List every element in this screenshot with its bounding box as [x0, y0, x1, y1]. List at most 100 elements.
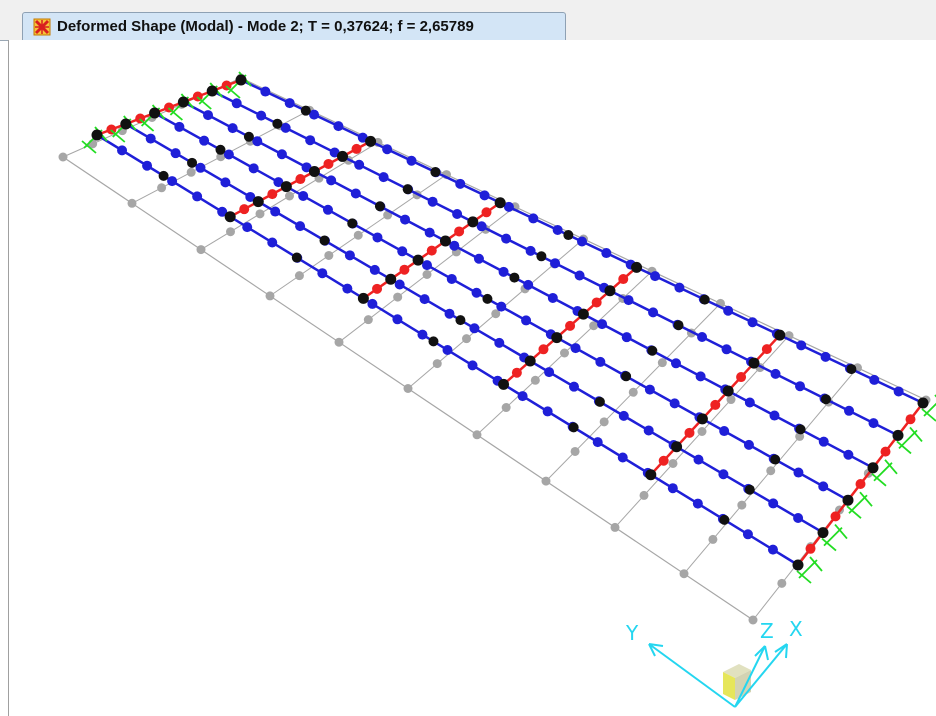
beam-station	[427, 196, 438, 207]
beam-station	[280, 122, 291, 133]
axis-triad: Y Z X	[625, 617, 803, 708]
beam-station	[844, 405, 855, 416]
frame-joint	[774, 329, 786, 341]
beam-station	[695, 371, 706, 382]
beam-station	[369, 264, 380, 275]
frame-joint	[892, 429, 904, 441]
undeformed-joint	[589, 321, 599, 331]
girder-station	[511, 367, 522, 378]
support-stroke	[896, 440, 912, 455]
beam-station	[818, 436, 829, 447]
support-symbol	[821, 524, 848, 552]
beam-station	[142, 160, 153, 171]
beam-station	[397, 246, 408, 257]
undeformed-joint	[58, 152, 68, 162]
undeformed-joint	[560, 348, 569, 358]
frame-joint	[319, 235, 330, 246]
girder-station	[239, 204, 250, 215]
frame-joint	[337, 150, 349, 162]
beam-station	[419, 294, 430, 305]
beam-station	[317, 268, 328, 279]
deformed-shape-canvas[interactable]: Y Z X	[9, 40, 936, 716]
support-stroke	[834, 524, 848, 540]
frame-joint	[604, 285, 616, 297]
frame-joint	[206, 85, 218, 97]
undeformed-joint	[697, 427, 707, 436]
girder-station	[855, 479, 866, 489]
beam-station	[770, 368, 781, 379]
beam-station	[167, 176, 178, 187]
frame-joint	[551, 332, 563, 344]
frame-joint	[357, 292, 369, 304]
support-symbol	[796, 556, 823, 584]
beam-station	[372, 232, 383, 243]
undeformed-joint	[610, 522, 620, 532]
frame-joint	[621, 371, 632, 382]
beam-station	[400, 214, 411, 225]
tab-deformed-shape[interactable]: Deformed Shape (Modal) - Mode 2; T = 0,3…	[22, 12, 566, 40]
frame-joint	[467, 216, 479, 228]
frame-joint	[365, 135, 377, 147]
frame-joint	[120, 118, 132, 130]
beam-station	[793, 467, 804, 478]
undeformed-joint	[422, 270, 432, 279]
beam-station	[595, 356, 606, 367]
beam-station	[577, 236, 587, 247]
girder-station	[323, 158, 334, 169]
beam-station	[344, 250, 355, 261]
model-viewport[interactable]: Y Z X	[8, 40, 936, 716]
frame-joint	[722, 385, 734, 397]
frame-joint	[647, 345, 658, 356]
frame-joint	[347, 218, 358, 229]
beam-station	[223, 149, 234, 160]
triad-y-axis	[648, 643, 736, 708]
frame-joint	[374, 201, 385, 212]
beam-station	[793, 513, 804, 524]
beam-station	[667, 483, 678, 494]
beam-station	[650, 271, 661, 282]
frame-joint	[280, 181, 292, 193]
frame-joint	[719, 514, 730, 525]
girder-station	[351, 143, 362, 154]
triad-cube-left	[723, 672, 735, 700]
frame-joint	[817, 527, 829, 539]
beam-station	[367, 298, 378, 309]
girder-station	[538, 344, 549, 355]
support-stroke	[859, 491, 873, 507]
support-stroke	[809, 556, 823, 572]
beam-station	[203, 110, 214, 121]
beam-station	[220, 177, 231, 188]
girder-station	[905, 414, 916, 425]
beam-station	[217, 206, 228, 217]
beam-station	[517, 391, 528, 402]
triad-y-arrow	[648, 643, 664, 657]
beam-station	[697, 332, 708, 342]
undeformed-joint	[403, 384, 413, 393]
undeformed-joint	[324, 250, 334, 260]
support-symbol	[871, 459, 898, 487]
frame-joint	[867, 462, 879, 474]
undeformed-joint	[777, 578, 787, 588]
beam-station	[669, 398, 680, 409]
beam-station	[494, 337, 505, 348]
undeformed-joint	[196, 245, 206, 255]
girder-station	[761, 344, 772, 355]
beam-station	[569, 381, 579, 392]
frame-joint	[673, 320, 684, 331]
undeformed-joint	[127, 198, 137, 208]
beam-station	[747, 317, 758, 328]
beam-station	[273, 177, 284, 188]
girder-station	[372, 283, 383, 294]
beam-station	[424, 227, 435, 238]
beam-station	[417, 329, 428, 340]
support-symbol	[921, 394, 936, 422]
beam-station	[446, 273, 457, 284]
frame-joint	[187, 157, 198, 168]
frame-joint	[177, 96, 189, 108]
beam-station	[350, 188, 361, 199]
undeformed-joint	[639, 490, 649, 500]
frame-joint	[252, 196, 264, 208]
beam-station	[270, 206, 281, 217]
frame-joint	[224, 211, 236, 223]
frame-joint	[524, 355, 536, 367]
